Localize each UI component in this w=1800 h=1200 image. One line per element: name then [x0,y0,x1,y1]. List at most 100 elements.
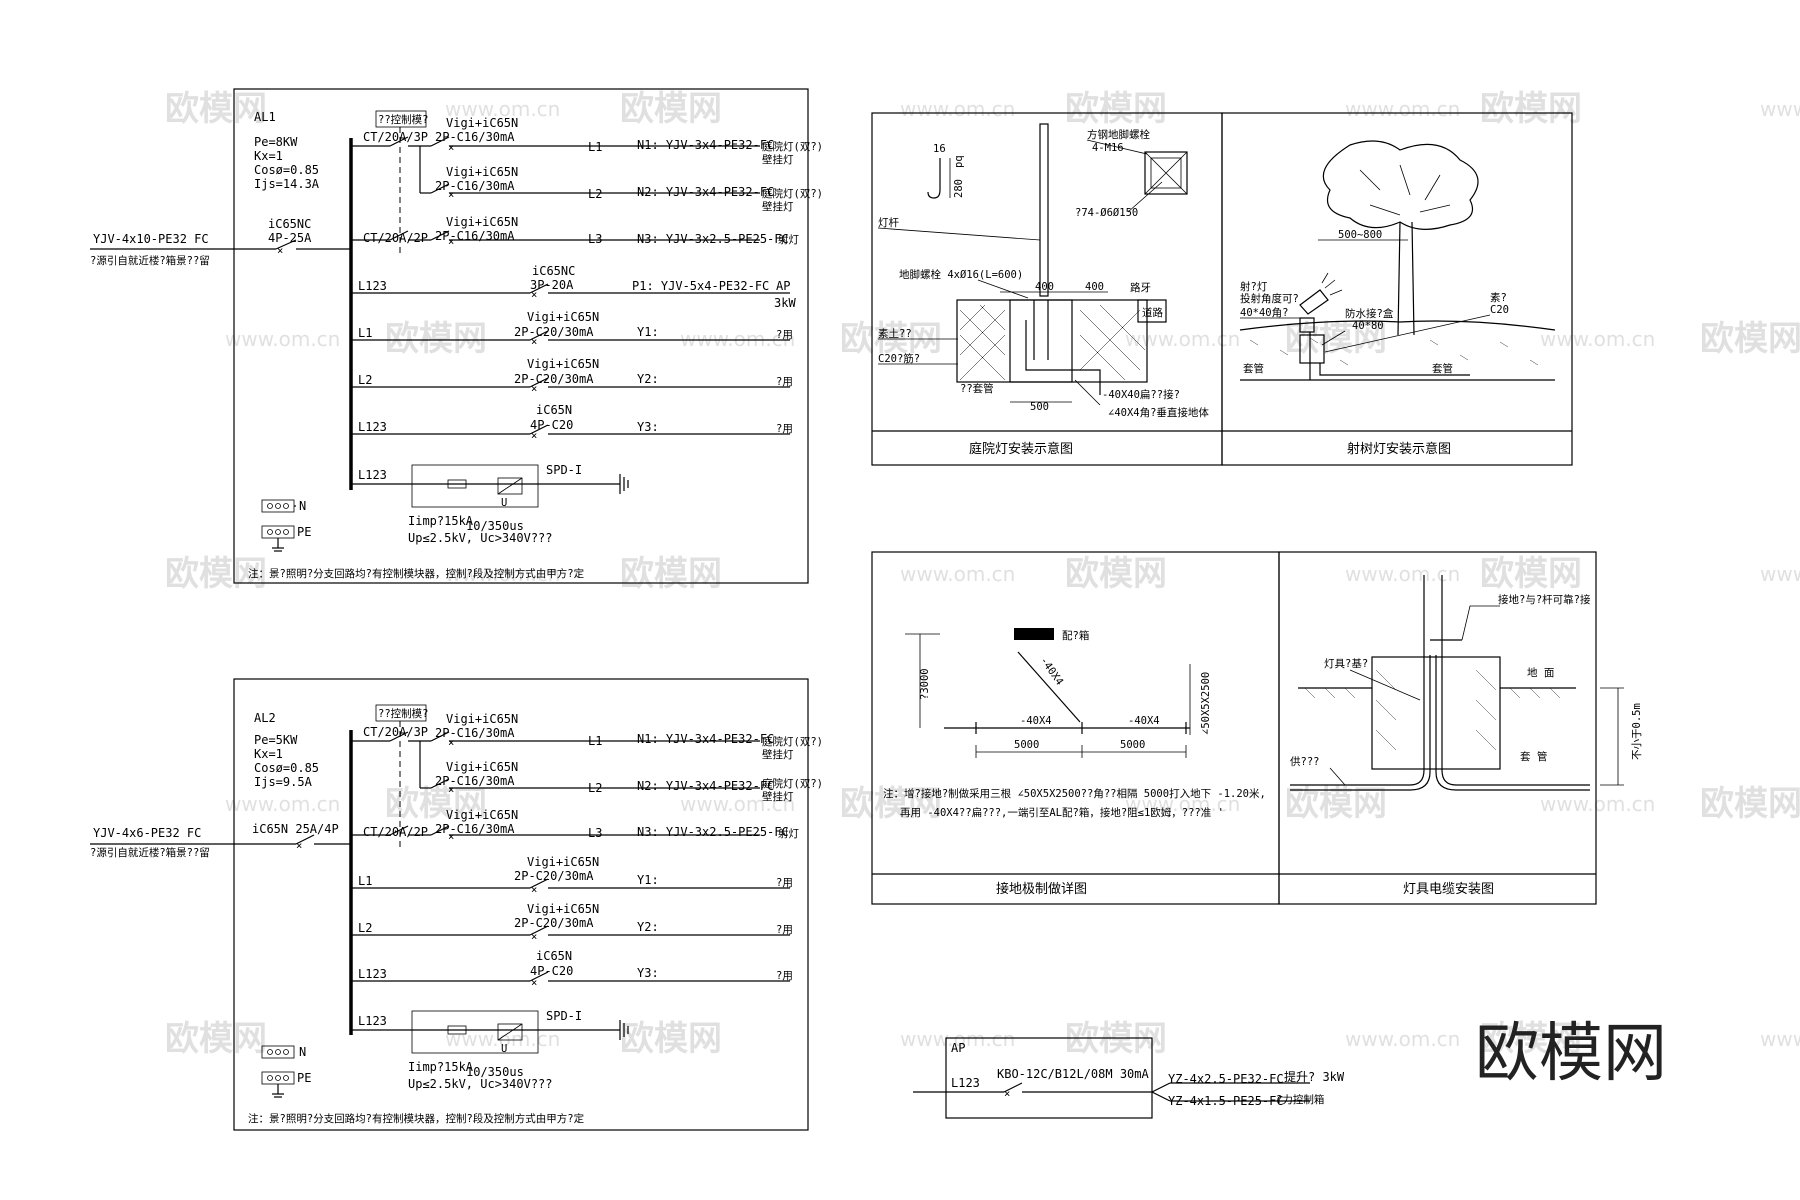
panel-al1-spec: Cosø=0.85 [254,163,319,177]
watermark-url: www.om.cn [900,562,1015,586]
watermark-text: 欧模网 [840,784,942,824]
svg-text:L3: L3 [588,826,602,840]
circuit-load: 庭院灯(双?) [762,140,823,153]
watermark-url: www.om.cn [900,1027,1015,1051]
svg-text:×: × [531,931,537,943]
circuit-cable: N1: YJV-3x4-PE32-FC [637,138,774,152]
svg-text:?用: ?用 [776,924,793,936]
watermark-url: www.om.cn [1760,562,1800,586]
svg-text:×: × [448,737,454,749]
circuit-load: ?用 [776,423,793,435]
panel-al1-main-breaker: 4P-25A [268,231,312,245]
circuit-contactor: CT/20A/2P [363,231,428,245]
svg-text:庭院灯(双?): 庭院灯(双?) [762,735,823,748]
panel-al1-spec: Pe=8KW [254,135,298,149]
panel-al1-incoming-cable: YJV-4x10-PE32 FC [93,232,209,246]
svg-text:×: × [531,884,537,896]
svg-text:壁挂灯: 壁挂灯 [762,790,794,803]
svg-text:防水接?盒: 防水接?盒 [1345,307,1394,320]
watermark-text: 欧模网 [1480,554,1582,594]
svg-text:投射角度可?: 投射角度可? [1240,292,1299,305]
circuit-cable: N2: YJV-3x4-PE32-FC [637,185,774,199]
watermark-text: 欧模网 [1480,1019,1582,1059]
svg-text:40*40角?: 40*40角? [1240,307,1288,319]
svg-text:×: × [448,236,454,248]
panel-al2-spd: L123 U SPD-I Iimp?15kA 10/350us Up≤2.5kV… [351,1009,629,1091]
svg-text:?用: ?用 [776,970,793,982]
svg-text:Vigi+iC65N: Vigi+iC65N [527,902,599,916]
pole-label: 灯杆 [878,216,899,229]
circuit-bus: L2 [358,373,372,387]
panel-al1-diagram: AL1 Pe=8KW Kx=1 Cosø=0.85 Ijs=14.3A × YJ… [90,88,823,584]
panel-al1-incoming-note: ?源引自就近楼?箱景??留 [90,254,210,267]
svg-text:Y1:: Y1: [637,873,659,887]
svg-text:?74-Ø6Ø150: ?74-Ø6Ø150 [1075,207,1138,219]
svg-text:16: 16 [933,143,946,155]
watermark-url: www.om.cn [680,792,795,816]
watermark-text: 欧模网 [1700,784,1800,824]
panel-al2-spec: Ijs=9.5A [254,775,313,789]
panel-al1-circuit: × Vigi+iC65N 2P-C16/30mA L2 N2: YJV-3x4-… [419,146,823,213]
spd-param: Up≤2.5kV, Uc>340V??? [408,531,553,545]
watermark-url: www.om.cn [445,97,560,121]
watermark-url: www.om.cn [445,562,560,586]
svg-text:2P-C16/30mA: 2P-C16/30mA [435,726,515,740]
watermark-url: www.om.cn [225,792,340,816]
circuit-load: ?用 [776,329,793,341]
svg-text:L2: L2 [588,781,602,795]
panel-al1-circuit: × CT/20A/3P Vigi+iC65N 2P-C16/30mA L1 N1… [351,116,823,166]
circuit-breaker: Vigi+iC65N [527,310,599,324]
circuit-breaker: Vigi+iC65N [527,357,599,371]
panel-al2-circuit: × L123 iC65N 4P-C20 Y3: ?用 [351,949,793,989]
panel-al2-circuit: × CT/20A/3P Vigi+iC65N 2P-C16/30mA L1 N1… [351,712,823,761]
svg-text:500: 500 [1030,401,1049,413]
watermark-text: 欧模网 [1065,554,1167,594]
watermark-url: www.om.cn [680,327,795,351]
svg-text:×: × [1004,1088,1010,1100]
svg-text:不小于0.5m: 不小于0.5m [1631,703,1643,760]
circuit-load: 3kW [774,296,796,310]
watermark-text: 欧模网 [1065,1019,1167,1059]
svg-text:壁挂灯: 壁挂灯 [762,748,794,761]
svg-text:-40X4: -40X4 [1128,715,1160,727]
panel-al2-frame [233,678,809,1131]
svg-text:iC65N: iC65N [536,949,572,963]
circuit-phase: L3 [588,232,602,246]
circuit-breaker: 2P-C16/30mA [435,229,515,243]
detail-grounding: 接地极制做详图 配?箱 ?3000 -40X4 -40X4 -40X4 5000… [871,551,1280,905]
panel-al2-incoming-note: ?源引自就近楼?箱景??留 [90,846,210,859]
svg-text:2P-C16/30mA: 2P-C16/30mA [435,774,515,788]
svg-text:C20?筋?: C20?筋? [878,352,920,365]
svg-text:∠50X5X2500: ∠50X5X2500 [1200,672,1212,735]
svg-text:400: 400 [1085,281,1104,293]
svg-text:N: N [299,499,306,513]
panel-al2-spec: Cosø=0.85 [254,761,319,775]
svg-text:套 管: 套 管 [1520,750,1547,763]
tree-light-caption: 射树灯安装示意图 [1347,441,1451,457]
circuit-cable: P1: YJV-5x4-PE32-FC [632,279,769,293]
svg-text:庭院灯(双?): 庭院灯(双?) [762,777,823,790]
panel-al2-control-label: ??控制模? [378,707,428,720]
svg-text:N: N [299,1045,306,1059]
circuit-cable: Y2: [637,372,659,386]
ap-panel-breaker: KBO-12C/B12L/08M 30mA [997,1067,1149,1081]
circuit-breaker: 2P-C20/30mA [514,325,594,339]
svg-text:2P-C20/30mA: 2P-C20/30mA [514,916,594,930]
circuit-cable: Y1: [637,325,659,339]
spd-label: SPD-I [546,463,582,477]
svg-text:灯具?基?: 灯具?基? [1324,657,1368,670]
ap-cable: YZ-4x2.5-PE32-FC [1168,1072,1284,1086]
brand-logo-text: 欧模网 [1475,1017,1667,1091]
circuit-bus: L123 [358,420,387,434]
svg-text:Vigi+iC65N: Vigi+iC65N [446,760,518,774]
svg-text:L2: L2 [358,921,372,935]
watermark-url: www.om.cn [1760,97,1800,121]
svg-text:Up≤2.5kV, Uc>340V???: Up≤2.5kV, Uc>340V??? [408,1077,553,1091]
circuit-breaker: Vigi+iC65N [446,215,518,229]
svg-text:2P-C16/30mA: 2P-C16/30mA [435,822,515,836]
svg-text:SPD-I: SPD-I [546,1009,582,1023]
panel-al2-main-breaker: iC65N 25A/4P [252,822,339,836]
circuit-cable: N3: YJV-3x2.5-PE25-FC [637,232,789,246]
watermark-url: www.om.cn [900,97,1015,121]
svg-text:400: 400 [1035,281,1054,293]
